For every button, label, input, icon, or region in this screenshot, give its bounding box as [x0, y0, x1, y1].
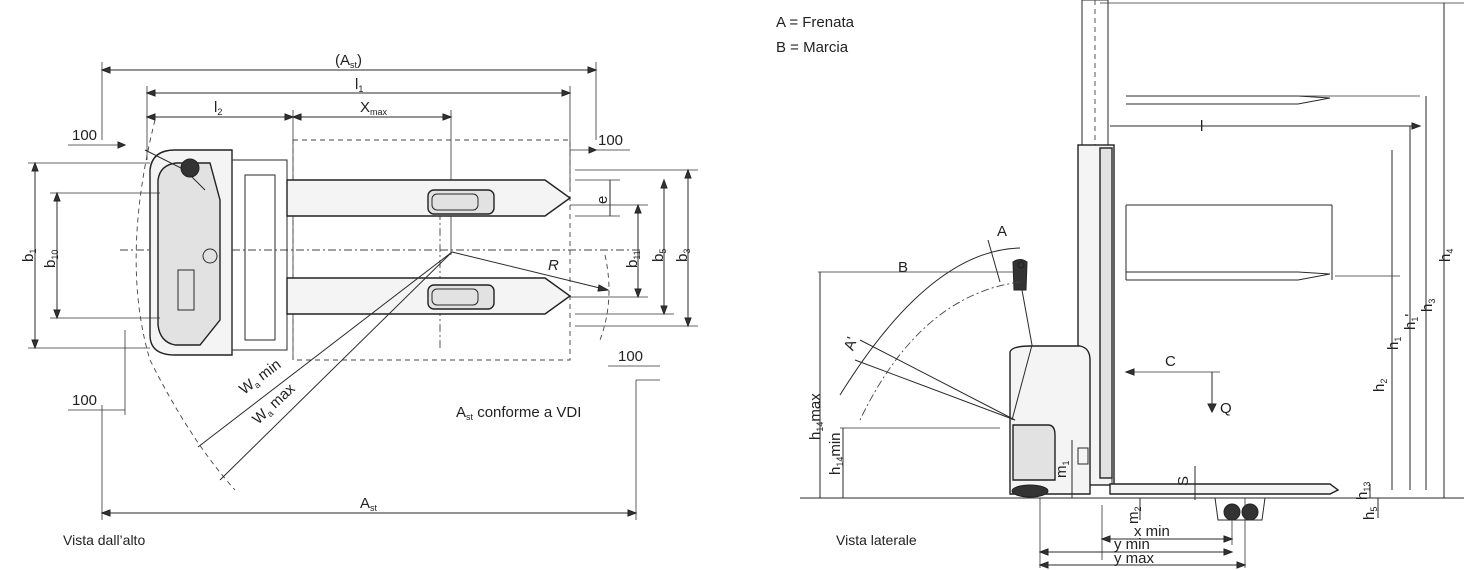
legend-travel: B = Marcia [776, 39, 849, 56]
l2-label: l2 [214, 99, 222, 117]
h14max-label: h14max [807, 393, 825, 440]
e-label: e [594, 196, 611, 204]
a-label: A [997, 223, 1007, 240]
c-label: C [1165, 353, 1176, 370]
b3-label: b3 [674, 249, 692, 262]
ast-paren-label: (Ast) [335, 52, 362, 70]
h5-label: h5 [1361, 507, 1379, 520]
clearance-100-left-top: 100 [72, 127, 97, 144]
b11-label: b11 [624, 250, 642, 268]
clearance-100-left-bottom: 100 [72, 392, 97, 409]
clearance-100-right-bottom: 100 [618, 348, 643, 365]
y-max-label: y max [1114, 550, 1155, 567]
xmax-label: Xmax [360, 99, 388, 117]
h4-label: h4 [1437, 249, 1455, 262]
m1-label: m1 [1053, 460, 1071, 478]
h13-label: h13 [1354, 482, 1372, 500]
l1-label: l1 [355, 76, 363, 94]
h2-label: h2 [1371, 379, 1389, 392]
y-min-label: y min [1114, 536, 1150, 553]
h1p-label: h1' [1402, 314, 1420, 330]
top-view-caption: Vista dall’alto [63, 532, 145, 548]
l-side-label: l [1200, 118, 1203, 135]
ast-label: Ast [360, 495, 378, 513]
b-arc-label: B [898, 259, 908, 276]
m2-label: m2 [1125, 506, 1143, 524]
s-label: S [1175, 476, 1192, 486]
h14min-label: h14min [827, 432, 845, 475]
top-view: (Ast) l1 l2 Xmax 100 100 [20, 52, 698, 548]
x-min-label: x min [1134, 523, 1170, 540]
q-label: Q [1220, 400, 1232, 417]
legend: A = Frenata B = Marcia [776, 14, 855, 56]
b1-label: b1 [20, 249, 38, 262]
r-label: R [548, 257, 559, 274]
side-view: l A B A' h14max h14min [800, 0, 1464, 569]
h1-label: h1 [1385, 337, 1403, 350]
h3-label: h3 [1419, 299, 1437, 312]
clearance-100-right-top: 100 [598, 132, 623, 149]
a-prime-label: A' [841, 335, 861, 353]
b10-label: b10 [42, 250, 60, 268]
b5-label: b5 [650, 249, 668, 262]
ast-vdi-note: Ast conforme a VDI [456, 404, 581, 422]
side-view-caption: Vista laterale [836, 532, 917, 548]
legend-braking: A = Frenata [776, 14, 855, 31]
